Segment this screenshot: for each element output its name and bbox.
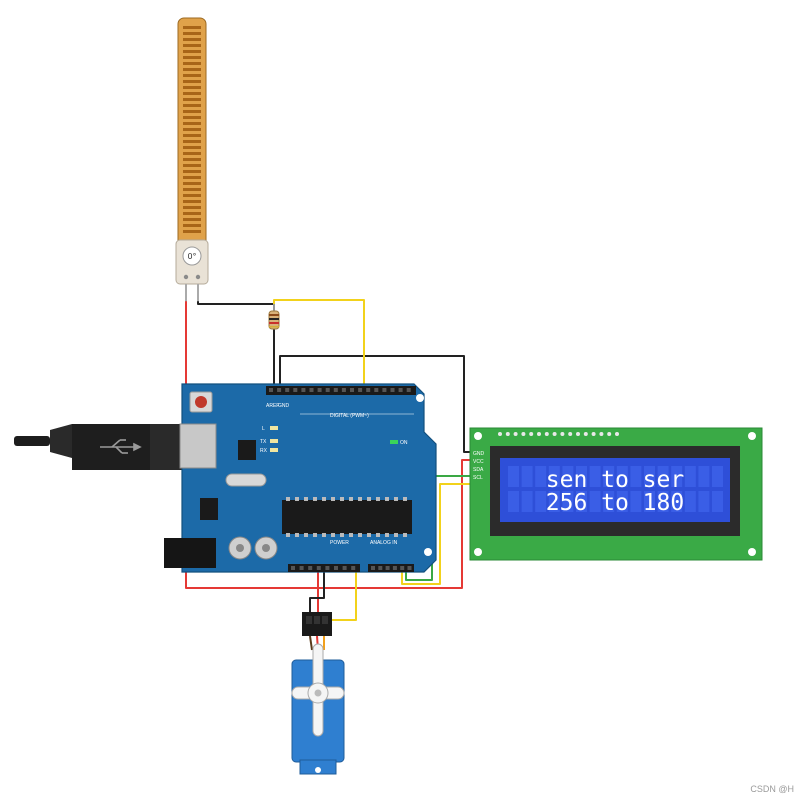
flex-angle-label: 0° <box>187 252 196 261</box>
digital-header[interactable] <box>266 386 416 395</box>
lcd-line-1: sen to ser <box>546 467 684 493</box>
led-tx-label: TX <box>260 439 267 445</box>
usb-port[interactable] <box>179 423 217 469</box>
wire-gnd-servo[interactable] <box>309 569 325 613</box>
lcd-pin-sda: SDA <box>473 467 484 473</box>
usb-cable <box>14 419 215 473</box>
analog-header[interactable] <box>368 564 414 572</box>
lcd-module: sen to ser 256 to 180 GND VCC SDA SCL <box>469 427 763 561</box>
watermark: CSDN @H <box>750 784 794 794</box>
lcd-line-2: 256 to 180 <box>546 490 684 516</box>
bottom-header-pins <box>291 566 412 570</box>
lcd-top-pins <box>498 432 619 436</box>
led-rx <box>270 448 278 452</box>
lcd-character-cells <box>508 466 723 512</box>
aref-label: AREF <box>266 403 279 409</box>
led-on-label: ON <box>400 440 408 446</box>
gnd-label: GND <box>278 403 290 409</box>
led-l-label: L <box>262 426 265 432</box>
lcd-pin-vcc: VCC <box>473 459 484 465</box>
wire-scl[interactable] <box>401 483 471 585</box>
voltage-regulator <box>200 498 218 520</box>
servo-motor <box>291 612 345 775</box>
power-header-label: POWER <box>330 540 349 546</box>
arduino-board[interactable]: AREF GND DIGITAL (PWM~) L TX RX ON POWER <box>164 383 437 573</box>
reset-button[interactable] <box>189 391 213 413</box>
digital-header-label: DIGITAL (PWM~) <box>330 413 369 419</box>
wire-sda[interactable] <box>405 475 471 581</box>
power-jack[interactable] <box>164 538 216 568</box>
analog-header-label: ANALOG IN <box>370 540 398 546</box>
lcd-pin-scl: SCL <box>473 475 483 481</box>
digital-header-pins <box>269 388 411 392</box>
flex-sensor: 0° <box>175 17 209 302</box>
atmega-chip <box>282 497 412 537</box>
usb-chip <box>238 440 256 460</box>
led-on <box>390 440 398 444</box>
resistor <box>268 304 280 330</box>
wire-sensor-ground[interactable] <box>197 301 275 305</box>
wire-gnd-lcd[interactable] <box>279 355 471 453</box>
lcd-pin-gnd: GND <box>473 451 485 457</box>
power-header[interactable] <box>288 564 360 572</box>
usb-icon <box>100 439 142 454</box>
flex-sensor-stripes <box>183 26 201 233</box>
led-tx <box>270 439 278 443</box>
led-rx-label: RX <box>260 448 268 454</box>
crystal <box>225 473 267 487</box>
led-l <box>270 426 278 430</box>
servo-horn[interactable] <box>291 643 345 737</box>
